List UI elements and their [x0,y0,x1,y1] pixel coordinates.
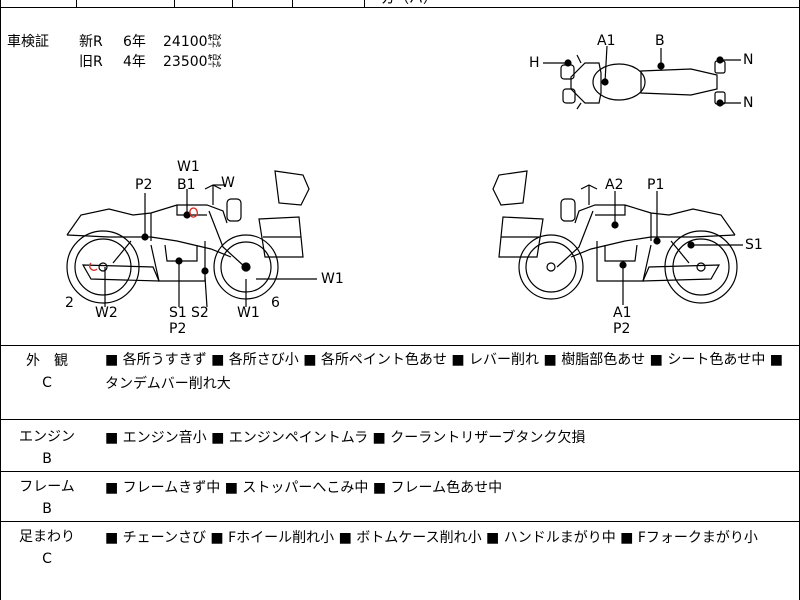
old-tag: 旧R [79,54,103,70]
mark-left-w1-bottom: W1 [237,305,260,321]
mark-left-2: 2 [65,295,74,311]
mark-left-s1: S1 [169,305,187,321]
condition-notes: ■ フレームきず中 ■ ストッパーへこみ中 ■ フレーム色あせ中 [105,480,503,496]
header-cell [293,0,365,8]
mark-top-n-lower: N [743,95,754,111]
header-cell [233,0,293,8]
damage-highlight-marks [88,207,199,272]
mark-top-a1: A1 [597,33,616,49]
mark-left-w1-top: W1 [177,159,200,175]
category-cell: 足まわり C [1,526,93,570]
mark-right-p1: P1 [647,177,665,193]
mark-left-p2-bottom: P2 [169,321,187,337]
old-km: 23500㌖ [163,54,222,70]
motorcycle-drawings [66,45,743,308]
mark-top-h: H [529,55,540,71]
category-grade: C [42,375,52,391]
mark-right-a1: A1 [613,305,632,321]
header-cell [77,0,175,8]
category-name: フレーム [19,479,75,495]
category-name: エンジン [19,429,75,445]
mark-left-p2: P2 [135,177,153,193]
mark-right-a2: A2 [605,177,624,193]
category-name: 足まわり [19,529,75,545]
mark-top-n-upper: N [743,52,754,68]
new-km: 24100㌖ [163,34,222,50]
condition-table: 外 観 C ■ 各所うすきず ■ 各所さび小 ■ 各所ペイント色あせ ■ レバー… [1,345,800,600]
category-grade: B [42,451,52,467]
mark-left-s2: S2 [191,305,209,321]
section-engine: エンジン B ■ エンジン音小 ■ エンジンペイントムラ ■ クーラントリザーブ… [1,420,800,472]
category-name: 外 観 [26,353,68,369]
category-cell: 外 観 C [1,350,93,394]
condition-notes: ■ エンジン音小 ■ エンジンペイントムラ ■ クーラントリザーブタンク欠損 [105,430,586,446]
inspection-new-row: 新R 6年 24100㌖ [79,32,222,52]
right-view-motorcycle [492,170,738,304]
inspection-old-row: 旧R 4年 23500㌖ [79,52,222,72]
mark-left-b1: B1 [177,177,196,193]
old-years: 4年 [123,54,146,70]
header-row-cutoff: ガ（ハ） [1,0,800,8]
mark-left-w1-right: W1 [321,271,344,287]
mark-top-b: B [655,33,665,49]
mark-right-p2: P2 [613,321,631,337]
category-cell: エンジン B [1,426,93,470]
condition-notes: ■ チェーンさび ■ Fホイール削れ小 ■ ボトムケース削れ小 ■ ハンドルまが… [105,530,758,546]
header-cell [175,0,233,8]
mark-right-s1: S1 [745,237,763,253]
category-cell: フレーム B [1,476,93,520]
inspection-label: 車検証 [7,34,49,50]
section-exterior: 外 観 C ■ 各所うすきず ■ 各所さび小 ■ 各所ペイント色あせ ■ レバー… [1,346,800,420]
mark-left-6: 6 [271,295,280,311]
new-years: 6年 [123,34,146,50]
mark-left-w2: W2 [95,305,118,321]
condition-notes: ■ 各所うすきず ■ 各所さび小 ■ 各所ペイント色あせ ■ レバー削れ ■ 樹… [105,352,783,392]
category-grade: B [42,501,52,517]
section-frame: フレーム B ■ フレームきず中 ■ ストッパーへこみ中 ■ フレーム色あせ中 [1,472,800,522]
category-grade: C [42,551,52,567]
new-tag: 新R [79,34,103,50]
damage-diagram: A1 B H N N W1 B1 W P2 2 W2 S1 S2 P2 W1 W… [1,9,800,345]
header-clipped-text: ガ（ハ） [381,0,437,8]
header-cell [1,0,77,8]
mark-left-w: W [221,175,235,191]
section-suspension: 足まわり C ■ チェーンさび ■ Fホイール削れ小 ■ ボトムケース削れ小 ■… [1,522,800,600]
top-view-motorcycle [560,54,726,110]
